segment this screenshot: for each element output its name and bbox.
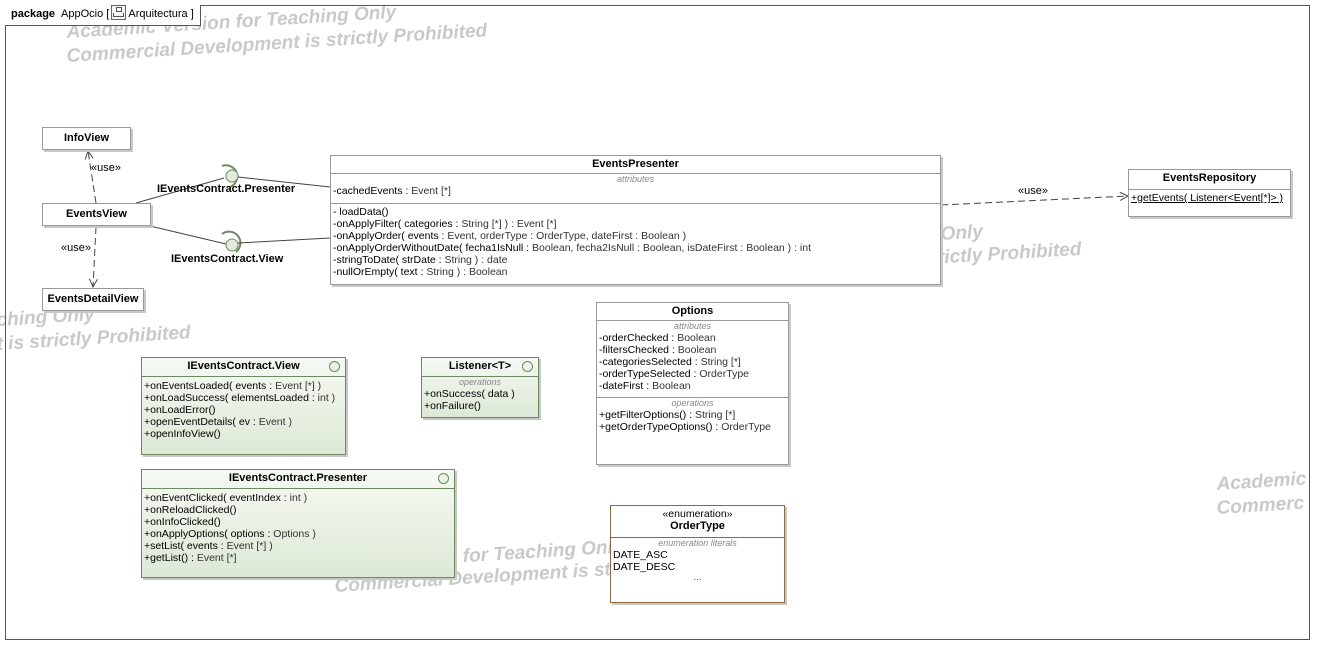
class-events-presenter[interactable]: EventsPresenter attributes -cachedEvents… xyxy=(330,155,941,285)
interface-icon xyxy=(329,361,340,372)
interface-events-view[interactable]: IEventsContract.View +onEventsLoaded( ev… xyxy=(141,357,346,455)
attribute-row[interactable]: -dateFirst : Boolean xyxy=(599,380,691,392)
class-title: Options xyxy=(671,305,714,317)
class-title: IEventsContract.View xyxy=(187,360,300,372)
use-dependency-repository xyxy=(940,196,1128,206)
attribute-row[interactable]: -orderChecked : Boolean xyxy=(599,332,716,344)
class-options[interactable]: Options attributes -orderChecked : Boole… xyxy=(596,302,789,465)
view-interface-label: IEventsContract.View xyxy=(171,253,284,265)
enumeration-order-type[interactable]: «enumeration» OrderType enumeration lite… xyxy=(610,505,785,603)
package-keyword: package xyxy=(11,8,56,20)
operation-row[interactable]: +onEventsLoaded( events : Event [*] ) xyxy=(144,380,322,392)
class-diagram-icon xyxy=(111,5,127,20)
class-title: Listener<T> xyxy=(448,360,512,372)
required-presenter-line xyxy=(135,177,225,204)
operation-row[interactable]: +getOrderTypeOptions() : OrderType xyxy=(599,421,771,433)
operation-row[interactable]: +openEventDetails( ev : Event ) xyxy=(144,416,292,428)
operation-row[interactable]: - loadData() xyxy=(333,206,389,218)
operation-row[interactable]: -stringToDate( strDate : String ) : date xyxy=(333,254,508,266)
operation-row[interactable]: -nullOrEmpty( text : String ) : Boolean xyxy=(333,266,508,278)
section-label: operations xyxy=(458,377,502,387)
operation-row[interactable]: +onInfoClicked() xyxy=(144,516,221,528)
operation-row[interactable]: +getList() : Event [*] xyxy=(144,552,237,564)
operation-row[interactable]: +onReloadClicked() xyxy=(144,504,237,516)
operation-row[interactable]: +openInfoView() xyxy=(144,428,221,440)
operation-row[interactable]: +onLoadError() xyxy=(144,404,216,416)
section-label: operations xyxy=(671,398,714,408)
use-dependency-detail xyxy=(93,226,96,287)
attribute-row[interactable]: -orderTypeSelected : OrderType xyxy=(599,368,749,380)
interface-listener[interactable]: Listener<T> operations +onSuccess( data … xyxy=(421,357,539,418)
class-title: EventsDetailView xyxy=(47,293,139,305)
interface-icon xyxy=(438,473,449,484)
presenter-interface-label: IEventsContract.Presenter xyxy=(157,183,296,195)
operation-row[interactable]: +onSuccess( data ) xyxy=(424,388,515,400)
class-title: EventsView xyxy=(66,208,127,220)
literal-row[interactable]: DATE_ASC xyxy=(613,549,668,561)
required-view-line xyxy=(237,237,331,244)
operation-row[interactable]: +onFailure() xyxy=(424,400,481,412)
section-label: attributes xyxy=(673,321,712,331)
class-title: InfoView xyxy=(63,132,110,144)
use-dependency-info xyxy=(88,151,97,204)
operation-row[interactable]: -onApplyFilter( categories : String [*] … xyxy=(333,218,557,230)
operation-row[interactable]: -onApplyOrderWithoutDate( fecha1IsNull :… xyxy=(333,242,811,254)
class-events-repository[interactable]: EventsRepository +getEvents( Listener<Ev… xyxy=(1128,169,1291,217)
section-label: attributes xyxy=(616,174,655,184)
class-title: OrderType xyxy=(670,520,725,532)
interface-icon xyxy=(522,361,533,372)
class-title: EventsPresenter xyxy=(592,158,679,170)
class-title: IEventsContract.Presenter xyxy=(228,472,368,484)
use-label: «use» xyxy=(91,162,121,174)
operation-row[interactable]: +getEvents( Listener<Event[*]> ) xyxy=(1131,192,1284,204)
class-info-view[interactable]: InfoView xyxy=(42,127,131,150)
provided-presenter-line xyxy=(237,176,331,188)
literal-row[interactable]: DATE_DESC xyxy=(613,561,676,573)
operation-row[interactable]: +setList( events : Event [*] ) xyxy=(144,540,273,552)
more-literals: ... xyxy=(693,572,702,583)
class-events-detail-view[interactable]: EventsDetailView xyxy=(42,288,144,311)
attribute-row[interactable]: -categoriesSelected : String [*] xyxy=(599,356,741,368)
class-events-view[interactable]: EventsView xyxy=(42,203,151,226)
operation-row[interactable]: +onApplyOptions( options : Options ) xyxy=(144,528,316,540)
class-title: EventsRepository xyxy=(1162,172,1257,184)
attribute-row[interactable]: -filtersChecked : Boolean xyxy=(599,344,717,356)
stereotype: «enumeration» xyxy=(662,508,733,520)
view-lollipop xyxy=(225,238,239,252)
interface-events-presenter[interactable]: IEventsContract.Presenter +onEventClicke… xyxy=(141,469,455,578)
presenter-lollipop xyxy=(225,169,239,183)
use-label: «use» xyxy=(61,242,91,254)
operation-row[interactable]: +onLoadSuccess( elementsLoaded : int ) xyxy=(144,392,336,404)
attribute-row[interactable]: -cachedEvents : Event [*] xyxy=(333,185,451,197)
provided-view-line xyxy=(149,225,227,245)
diagram-frame xyxy=(5,5,1310,640)
operation-row[interactable]: -onApplyOrder( events : Event, orderType… xyxy=(333,230,687,242)
section-label: enumeration literals xyxy=(658,538,737,548)
package-name: AppOcio xyxy=(61,8,104,20)
use-label: «use» xyxy=(1018,185,1048,197)
operation-row[interactable]: +getFilterOptions() : String [*] xyxy=(599,409,736,421)
operation-row[interactable]: +onEventClicked( eventIndex : int ) xyxy=(144,492,308,504)
diagram-name: Arquitectura xyxy=(128,8,188,20)
view-socket xyxy=(221,230,242,253)
